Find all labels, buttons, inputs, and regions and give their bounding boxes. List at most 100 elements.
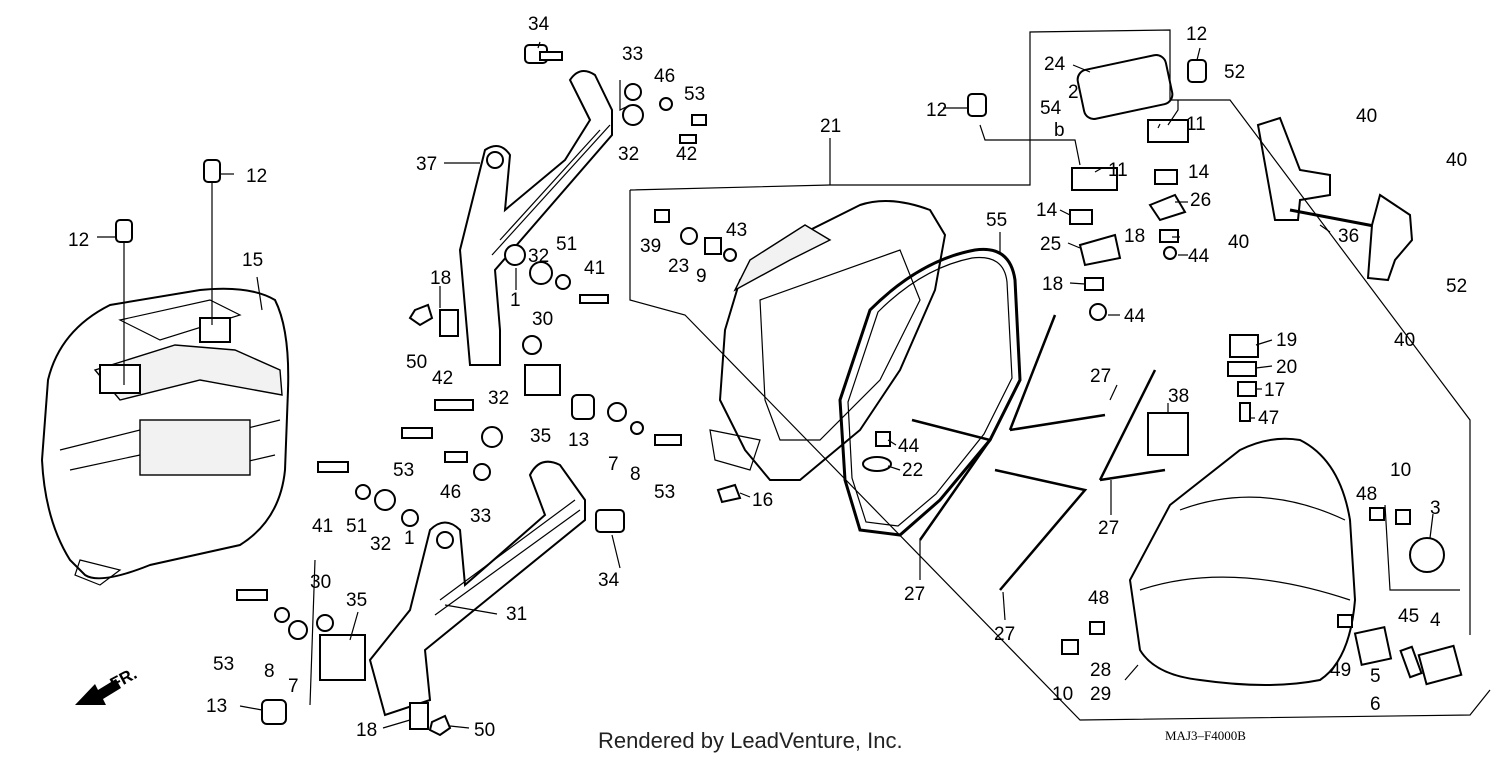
callout-52: 52 [1446, 276, 1467, 297]
callout-1: 1 [404, 528, 415, 549]
callout-6: 6 [1370, 694, 1381, 715]
callout-16: 16 [752, 490, 773, 511]
callout-15: 15 [242, 250, 263, 271]
callout-50: 50 [406, 352, 427, 373]
group-boundary [309, 29, 1491, 721]
callout-7: 7 [288, 676, 299, 697]
callout-12: 12 [1186, 24, 1207, 45]
seal [838, 247, 1022, 537]
small-parts [236, 44, 707, 737]
saddlebag-lid [1128, 437, 1357, 686]
callout-55: 55 [986, 210, 1007, 231]
callout-53: 53 [393, 460, 414, 481]
callout-33: 33 [470, 506, 491, 527]
callout-b: b [1054, 120, 1065, 141]
callout-14: 14 [1036, 200, 1058, 221]
front-direction-arrow: FR. [75, 664, 140, 705]
callout-32: 32 [370, 534, 391, 555]
right-saddlebag-body [709, 200, 947, 481]
left-saddlebag-assembled [40, 287, 290, 586]
callout-44: 44 [1124, 306, 1146, 327]
callout-20: 20 [1276, 357, 1297, 378]
knob-12-left-a [115, 219, 133, 385]
callout-21: 21 [820, 116, 841, 137]
callout-32: 32 [488, 388, 509, 409]
callout-39: 39 [640, 236, 661, 257]
callout-3: 3 [1430, 498, 1441, 519]
straps [911, 314, 1166, 591]
decal [1147, 412, 1189, 456]
callout-46: 46 [654, 66, 675, 87]
callout-13: 13 [568, 430, 589, 451]
callout-27: 27 [994, 624, 1015, 645]
callout-2: 2 [1068, 82, 1079, 103]
callout-5: 5 [1370, 666, 1381, 687]
callout-35: 35 [530, 426, 551, 447]
callout-42: 42 [432, 368, 453, 389]
callout-12: 12 [68, 230, 89, 251]
callout-19: 19 [1276, 330, 1297, 351]
callout-18: 18 [1042, 274, 1063, 295]
callout-9: 9 [696, 266, 707, 287]
callout-13: 13 [206, 696, 227, 717]
callout-44: 44 [1188, 246, 1210, 267]
callout-4: 4 [1430, 610, 1441, 631]
callout-28: 28 [1090, 660, 1111, 681]
callout-37: 37 [416, 154, 437, 175]
callout-53: 53 [213, 654, 234, 675]
callout-44: 44 [898, 436, 920, 457]
callout-49: 49 [1330, 660, 1351, 681]
callout-40: 40 [1228, 232, 1249, 253]
callout-48: 48 [1088, 588, 1109, 609]
upper-right-parts [967, 54, 1207, 321]
callout-17: 17 [1264, 380, 1285, 401]
lower-mounting-stay [368, 460, 586, 717]
mounting-frame [1256, 116, 1414, 282]
lower-right-parts [654, 209, 1463, 686]
callout-54: 54 [1040, 98, 1062, 119]
callout-23: 23 [668, 256, 689, 277]
callout-27: 27 [1098, 518, 1119, 539]
callout-8: 8 [630, 464, 641, 485]
callout-27: 27 [1090, 366, 1111, 387]
callout-29: 29 [1090, 684, 1111, 705]
callout-36: 36 [1338, 226, 1359, 247]
render-credit: Rendered by LeadVenture, Inc. [598, 728, 903, 753]
callout-10: 10 [1390, 460, 1411, 481]
callout-53: 53 [654, 482, 675, 503]
callout-24: 24 [1044, 54, 1066, 75]
callout-30: 30 [532, 309, 553, 330]
callout-51: 51 [556, 234, 577, 255]
callout-33: 33 [622, 44, 643, 65]
callout-27: 27 [904, 584, 925, 605]
callout-34: 34 [528, 14, 550, 35]
callout-38: 38 [1168, 386, 1189, 407]
callout-1: 1 [510, 290, 521, 311]
knob-12-left-b [203, 159, 221, 325]
callout-14: 14 [1188, 162, 1210, 183]
callout-30: 30 [310, 572, 331, 593]
callout-12: 12 [246, 166, 267, 187]
callout-50: 50 [474, 720, 495, 741]
callout-46: 46 [440, 482, 461, 503]
callout-43: 43 [726, 220, 747, 241]
callout-32: 32 [618, 144, 639, 165]
callout-53: 53 [684, 84, 705, 105]
callout-25: 25 [1040, 234, 1061, 255]
callout-12: 12 [926, 100, 947, 121]
callout-11: 11 [1186, 114, 1206, 135]
callout-18: 18 [356, 720, 377, 741]
upper-mounting-stay [458, 70, 613, 366]
callout-26: 26 [1190, 190, 1211, 211]
callout-22: 22 [902, 460, 923, 481]
callout-32: 32 [528, 246, 549, 267]
callout-41: 41 [312, 516, 333, 537]
callout-8: 8 [264, 661, 275, 682]
callout-40: 40 [1446, 150, 1467, 171]
callout-47: 47 [1258, 408, 1279, 429]
callout-40: 40 [1394, 330, 1415, 351]
drawing-code: MAJ3–F4000B [1165, 728, 1246, 743]
callout-42: 42 [676, 144, 697, 165]
